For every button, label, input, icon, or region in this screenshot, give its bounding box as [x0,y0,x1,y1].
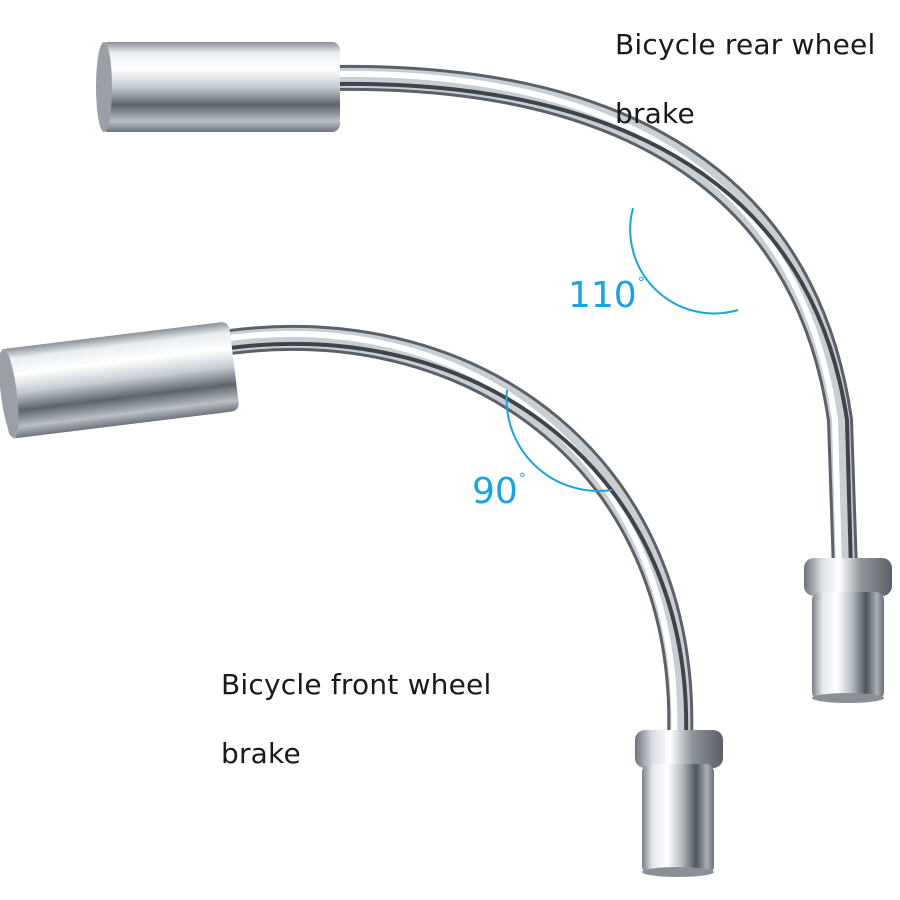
rear-angle-unit: ° [637,275,645,291]
rear-brake-caption: Bicycle rear wheel brake [615,10,875,148]
rear-angle-label: 110° [568,275,645,316]
rear-brake-noodle [96,42,892,703]
rear-caption-line2: brake [615,97,695,130]
rear-collar [804,558,892,596]
front-angle-unit: ° [518,471,526,487]
rear-boot-end [812,592,884,700]
front-ferrule [0,322,239,439]
front-collar [635,730,723,768]
front-angle-label: 90° [472,471,526,512]
rear-ferrule [100,42,340,132]
rear-angle-value: 110 [568,275,637,316]
front-caption-line1: Bicycle front wheel [221,668,492,701]
front-angle-arc [505,389,613,492]
front-caption-line2: brake [221,737,301,770]
rear-caption-line1: Bicycle rear wheel [615,28,876,61]
front-brake-caption: Bicycle front wheel brake [221,650,491,788]
rear-angle-arc [629,207,739,315]
front-boot-end [642,764,714,874]
front-angle-value: 90 [472,471,518,512]
front-brake-noodle [0,322,723,877]
